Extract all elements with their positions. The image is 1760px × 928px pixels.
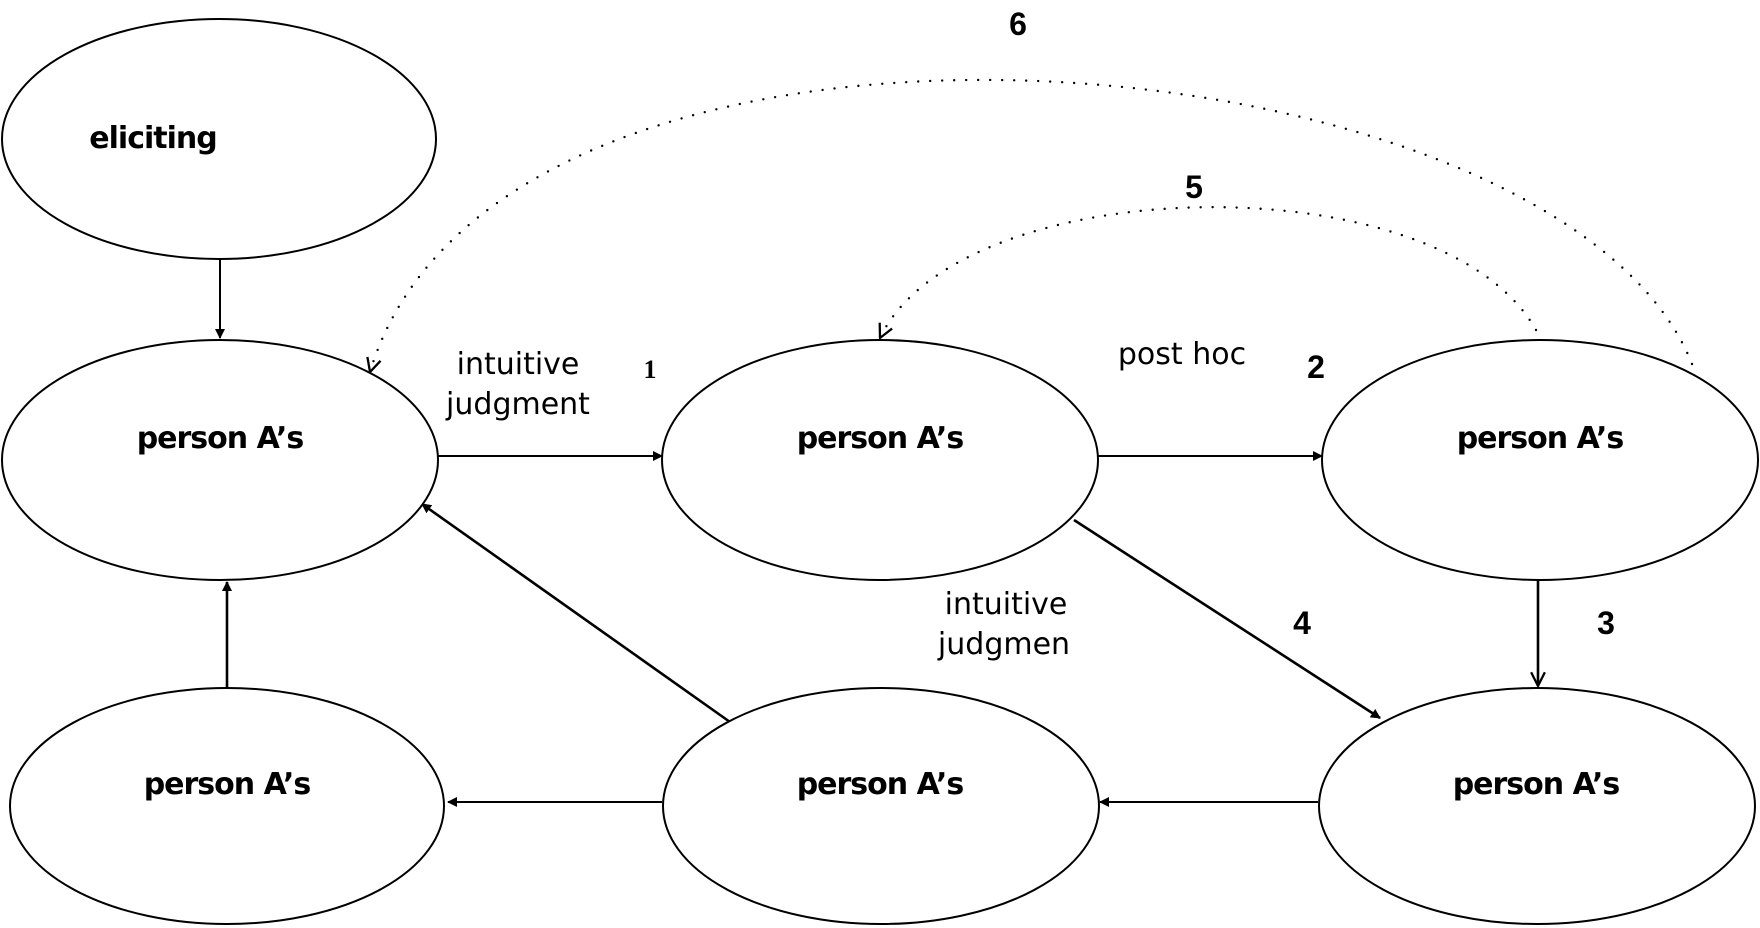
link-number-4: 4 xyxy=(1293,605,1311,641)
label-intuitive-judgmen-1: intuitive xyxy=(945,587,1068,622)
node-bottom-mid-label: person A’s xyxy=(797,767,964,802)
arrow-bottom-mid-to-left-diagonal xyxy=(421,502,731,724)
link-number-1: 1 xyxy=(644,355,657,384)
label-intuitive-judgmen-2: judgmen xyxy=(937,627,1070,662)
link-number-5: 5 xyxy=(1185,169,1203,205)
dotted-arrow-6 xyxy=(370,78,1694,372)
node-bottom-mid: person A’s xyxy=(662,687,1100,925)
node-bottom-left: person A’s xyxy=(9,687,445,925)
link-number-3: 3 xyxy=(1597,605,1615,641)
label-intuitive-judgment-1: intuitive xyxy=(457,347,580,382)
node-center-mid-label: person A’s xyxy=(797,421,964,456)
node-eliciting: eliciting xyxy=(1,18,437,260)
label-post-hoc: post hoc xyxy=(1118,337,1246,372)
node-center-right: person A’s xyxy=(1321,339,1759,581)
node-eliciting-label: eliciting xyxy=(89,121,216,156)
label-intuitive-judgment-2: judgment xyxy=(445,387,590,422)
node-bottom-right: person A’s xyxy=(1318,687,1756,925)
link-number-2: 2 xyxy=(1307,349,1325,385)
dotted-arrow-5 xyxy=(880,206,1538,338)
arrow-4 xyxy=(1073,518,1381,720)
node-bottom-left-label: person A’s xyxy=(144,767,311,802)
node-center-mid: person A’s xyxy=(661,339,1099,581)
node-center-right-label: person A’s xyxy=(1457,421,1624,456)
node-bottom-right-label: person A’s xyxy=(1453,767,1620,802)
node-center-left-label: person A’s xyxy=(137,421,304,456)
node-center-left: person A’s xyxy=(1,339,439,581)
link-number-6: 6 xyxy=(1009,6,1027,42)
